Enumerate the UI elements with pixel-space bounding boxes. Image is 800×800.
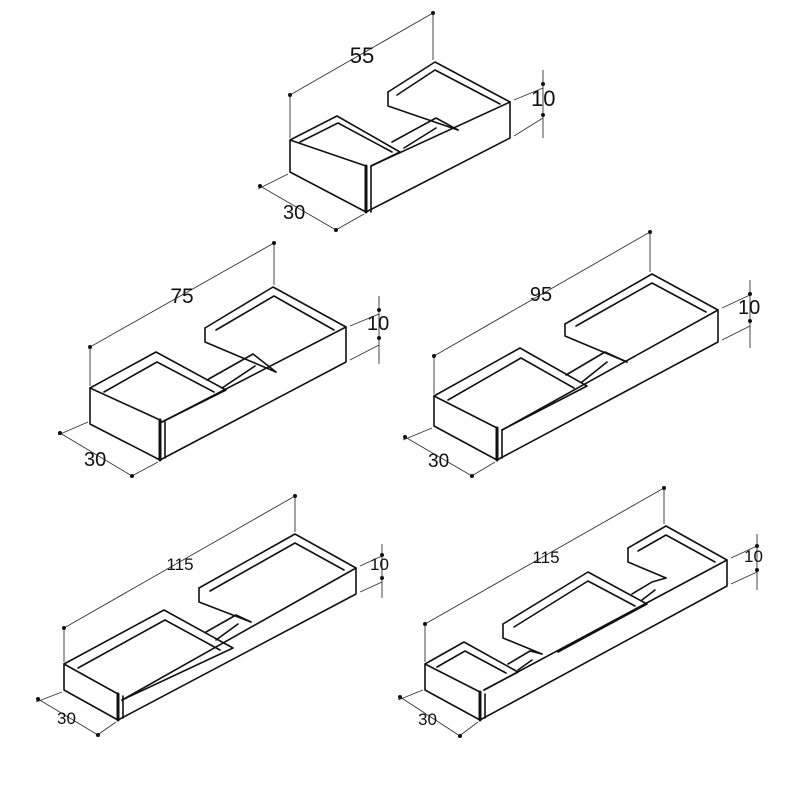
shelf-unit-115-three-module: 115 10 30 xyxy=(397,486,763,738)
height-dimension: 10 xyxy=(513,70,555,138)
height-dimension: 10 xyxy=(730,534,763,590)
height-label: 10 xyxy=(367,313,389,335)
height-label: 10 xyxy=(370,555,389,574)
shelf-unit-115-two-module: 115 10 30 xyxy=(35,494,389,737)
shelf-outline xyxy=(89,286,347,462)
length-label: 55 xyxy=(350,43,374,68)
length-dimension: 115 xyxy=(423,486,666,662)
depth-dimension: 30 xyxy=(257,173,365,232)
shelf-outline xyxy=(433,273,719,462)
height-label: 10 xyxy=(531,86,555,111)
shelf-unit-55: 55 10 30 xyxy=(257,11,555,232)
height-dimension: 10 xyxy=(359,544,389,598)
height-dimension: 10 xyxy=(721,280,760,348)
shelf-unit-75: 75 10 30 xyxy=(57,241,389,478)
shelf-unit-95: 95 10 30 xyxy=(402,230,760,478)
depth-label: 30 xyxy=(428,451,449,472)
length-label: 115 xyxy=(166,555,193,574)
shelf-outline xyxy=(289,61,511,214)
length-dimension: 115 xyxy=(62,494,297,662)
length-dimension: 95 xyxy=(432,230,652,394)
depth-dimension: 30 xyxy=(35,691,117,737)
depth-dimension: 30 xyxy=(397,689,479,738)
height-dimension: 10 xyxy=(349,296,389,364)
depth-label: 30 xyxy=(57,709,76,728)
length-label: 75 xyxy=(170,285,193,308)
depth-label: 30 xyxy=(283,202,305,224)
depth-label: 30 xyxy=(84,449,106,471)
depth-dimension: 30 xyxy=(57,421,159,478)
depth-dimension: 30 xyxy=(402,427,496,478)
length-dimension: 55 xyxy=(288,11,435,138)
height-label: 10 xyxy=(738,297,760,319)
length-dimension: 75 xyxy=(88,241,276,386)
depth-label: 30 xyxy=(418,710,437,729)
length-label: 95 xyxy=(530,284,552,306)
length-label: 115 xyxy=(532,548,559,567)
height-label: 10 xyxy=(744,547,763,566)
shelf-outline xyxy=(424,525,728,722)
shelf-outline xyxy=(63,533,357,722)
